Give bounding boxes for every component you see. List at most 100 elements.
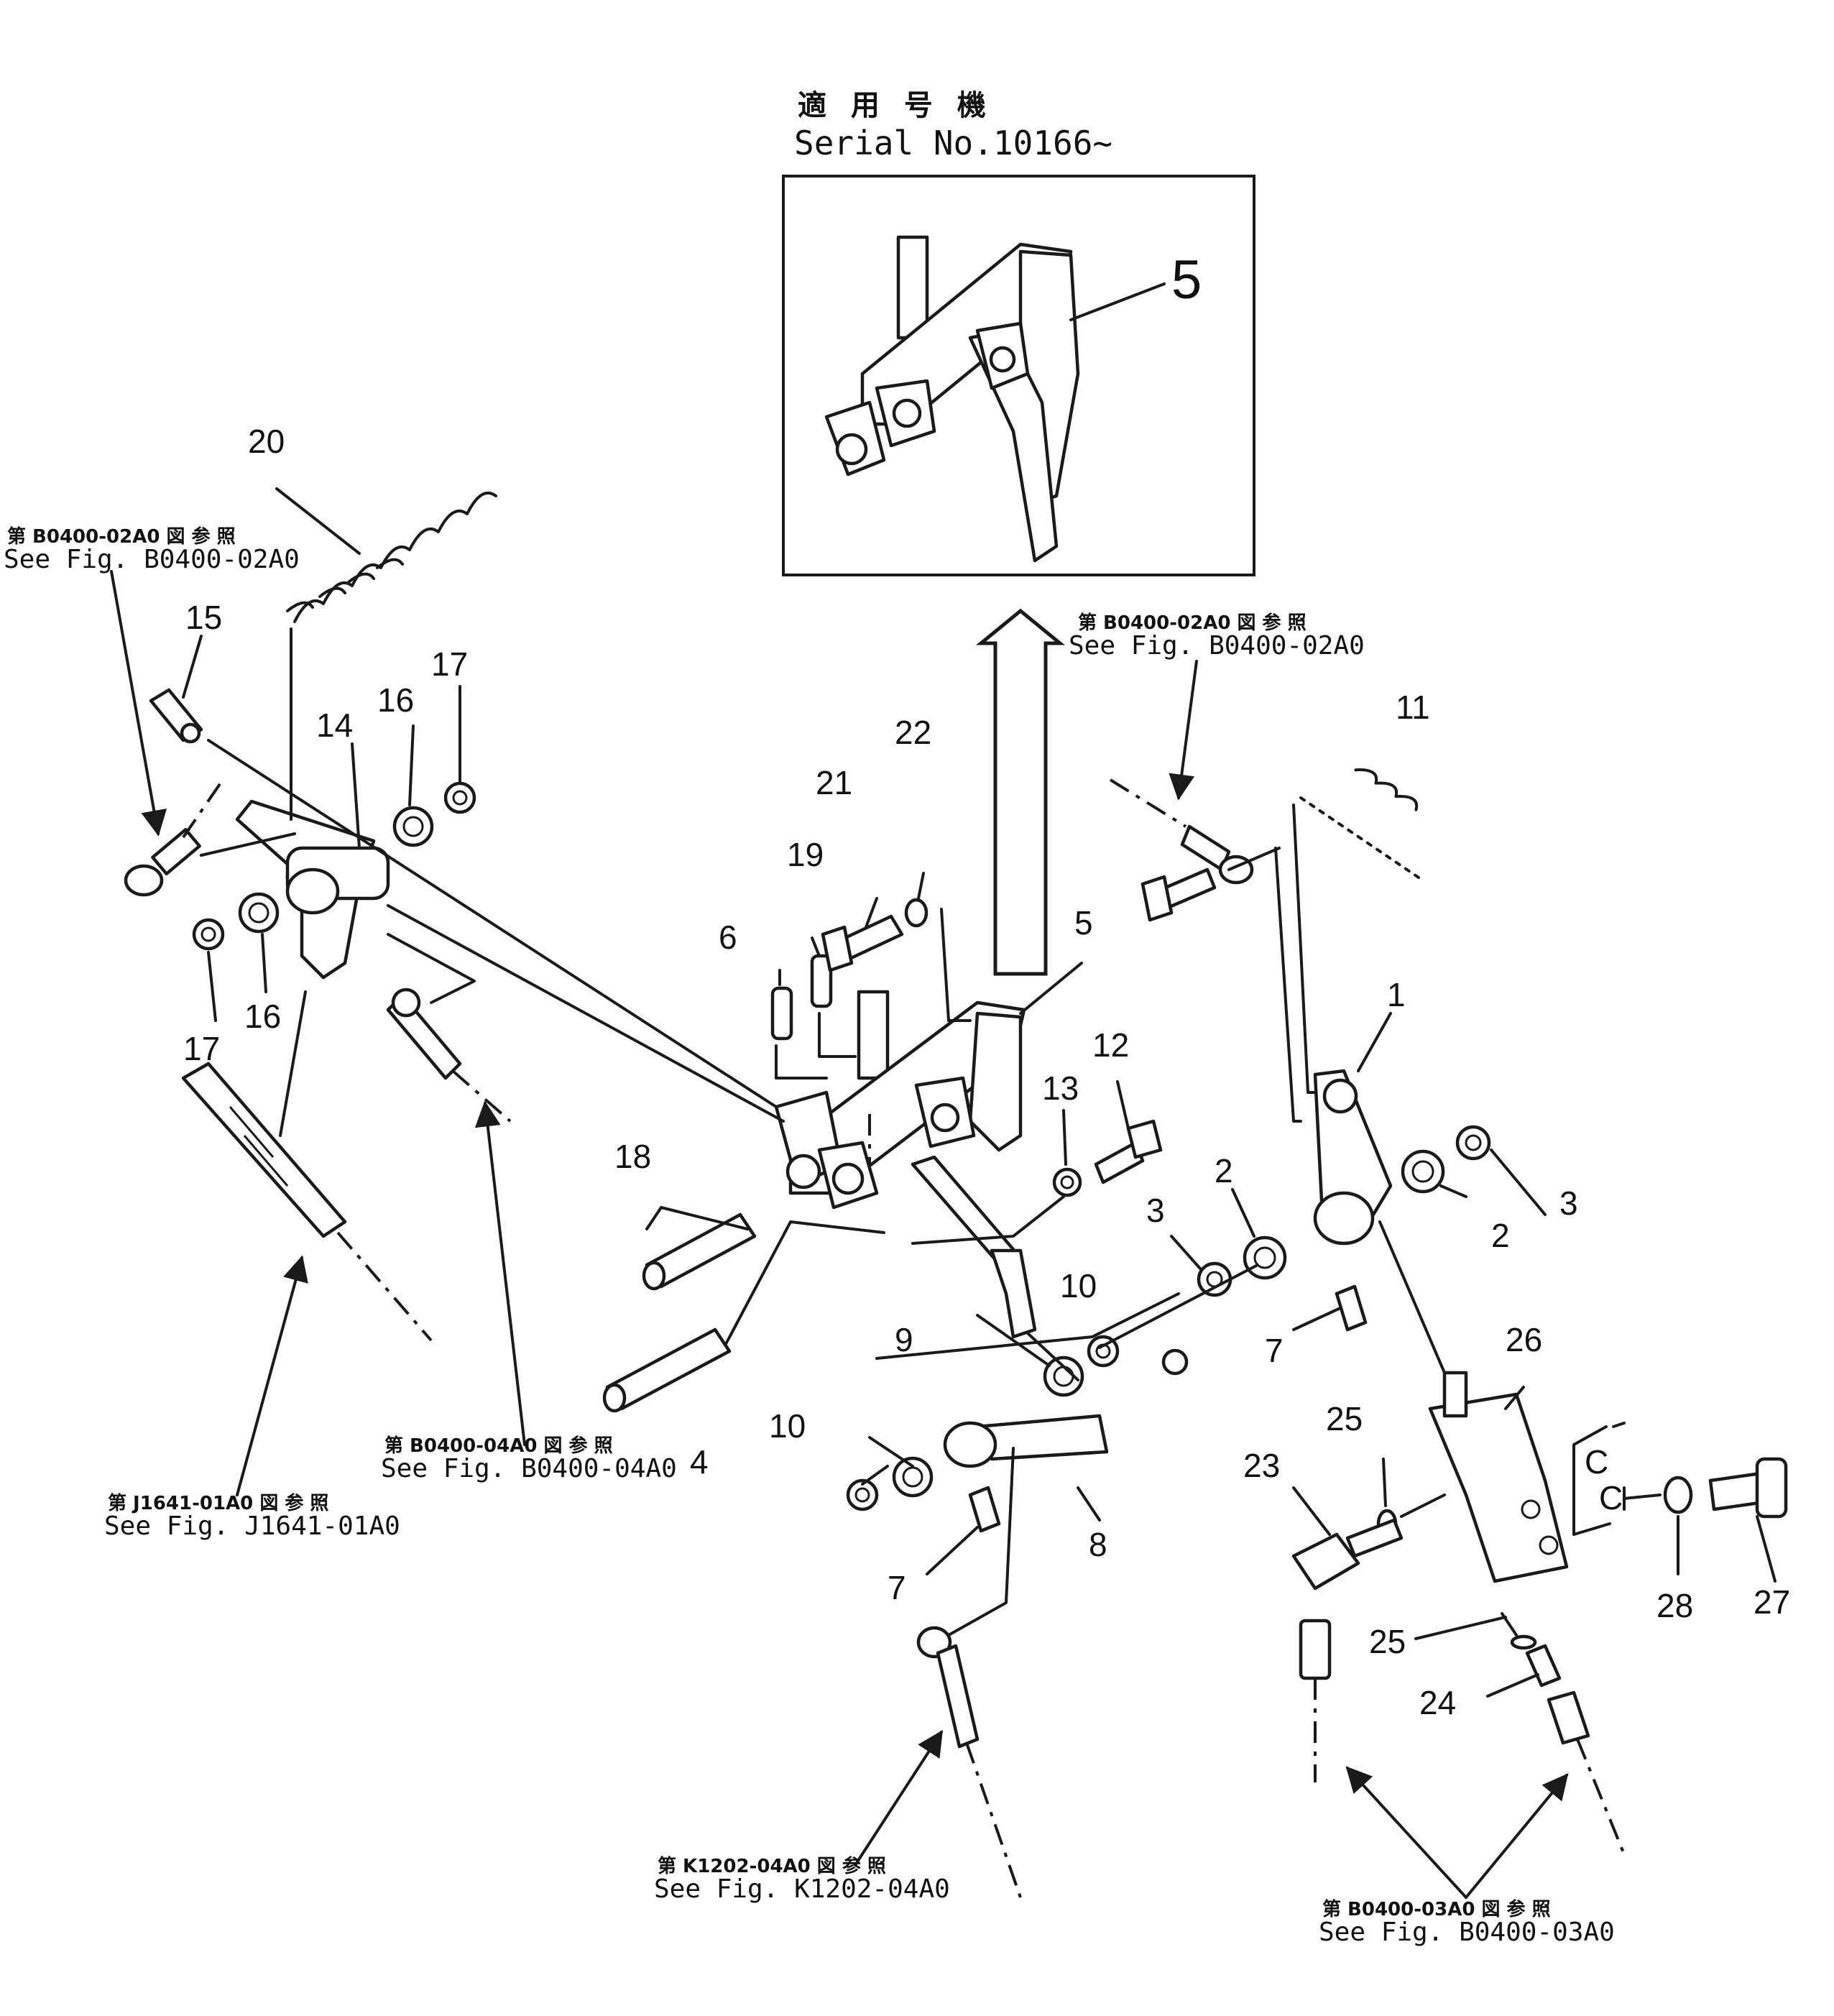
callout-28: 28 bbox=[1656, 1587, 1693, 1624]
callout-21: 21 bbox=[816, 764, 852, 801]
washer-28 bbox=[1663, 1476, 1693, 1514]
oring-25b bbox=[1510, 1634, 1537, 1650]
inset-header-jp: 適 用 号 機 bbox=[798, 89, 993, 122]
callout-20: 20 bbox=[248, 423, 285, 460]
seal-3b bbox=[1197, 1261, 1232, 1297]
callout-27: 27 bbox=[1754, 1583, 1790, 1621]
callout-16b: 16 bbox=[244, 998, 281, 1035]
callout-9: 9 bbox=[895, 1321, 913, 1358]
callout-11: 11 bbox=[1396, 689, 1430, 726]
ref-b0400-03a0-jp: 第 B0400-03A0 図 参 照 bbox=[1322, 1898, 1551, 1920]
callout-13: 13 bbox=[1042, 1069, 1079, 1107]
callout-numbers: 20 15 14 16 17 16 17 18 4 6 19 21 22 5 1… bbox=[183, 423, 1790, 1721]
reference-labels: 第 B0400-02A0 図 参 照 See Fig. B0400-02A0 第… bbox=[4, 525, 1615, 1947]
callout-17a: 17 bbox=[431, 645, 468, 683]
bolt-21 bbox=[821, 914, 904, 972]
ref-b0400-02a0-right-jp: 第 B0400-02A0 図 参 照 bbox=[1078, 612, 1307, 634]
inset-leader bbox=[1069, 282, 1166, 321]
callout-10a: 10 bbox=[1060, 1267, 1097, 1304]
inset-part-label: 5 bbox=[1171, 249, 1202, 310]
inset-header-en: Serial No.10166~ bbox=[794, 124, 1112, 162]
rod-end-left bbox=[124, 778, 224, 897]
bolt-12 bbox=[1094, 1119, 1163, 1184]
serial-inset: 適 用 号 機 Serial No.10166~ 5 bbox=[782, 89, 1255, 576]
bolt-right-top bbox=[1141, 867, 1217, 922]
callout-2a: 2 bbox=[1215, 1152, 1233, 1189]
callout-26: 26 bbox=[1506, 1321, 1542, 1358]
callout-7a: 7 bbox=[1265, 1332, 1284, 1369]
pin-19 bbox=[810, 954, 833, 1008]
shaft-4 bbox=[602, 1327, 732, 1413]
cable-end-b0400-04a0 bbox=[386, 988, 512, 1123]
fitting-7a bbox=[1335, 1284, 1368, 1332]
callout-14: 14 bbox=[316, 706, 353, 744]
washer-13 bbox=[1052, 1167, 1082, 1197]
fitting-7b bbox=[968, 1486, 1001, 1533]
valve-block-26 bbox=[1428, 1371, 1569, 1583]
bracket-5 bbox=[774, 990, 1037, 1339]
seal-17a bbox=[443, 781, 476, 814]
leader-lines bbox=[110, 487, 1777, 1899]
ref-b0400-02a0-right-en: See Fig. B0400-02A0 bbox=[1069, 631, 1365, 661]
callout-19: 19 bbox=[787, 836, 824, 873]
callout-8: 8 bbox=[1089, 1526, 1107, 1563]
spring-20 bbox=[286, 491, 497, 623]
ref-j1641-01a0-en: See Fig. J1641-01A0 bbox=[104, 1511, 400, 1541]
ref-b0400-02a0-left-jp: 第 B0400-02A0 図 参 照 bbox=[7, 525, 236, 548]
seal-10b bbox=[846, 1478, 879, 1511]
callout-c-b: C bbox=[1599, 1479, 1623, 1516]
callout-3a: 3 bbox=[1146, 1192, 1165, 1229]
inset-bracket-drawing bbox=[824, 235, 1080, 563]
seal-3a bbox=[1455, 1125, 1491, 1161]
rod-end-k1202 bbox=[916, 1626, 1022, 1898]
rod-j1641 bbox=[181, 1062, 433, 1342]
callout-15: 15 bbox=[185, 599, 222, 636]
bushing-9b bbox=[892, 1456, 934, 1498]
ref-b0400-03a0-en: See Fig. B0400-03A0 bbox=[1319, 1918, 1615, 1947]
callout-12: 12 bbox=[1092, 1026, 1129, 1064]
pin-6 bbox=[770, 986, 793, 1041]
ref-k1202-04a0-jp: 第 K1202-04A0 図 参 照 bbox=[658, 1855, 886, 1877]
left-assembly bbox=[124, 491, 512, 1342]
lever-14 bbox=[235, 799, 390, 980]
callout-c-a: C bbox=[1585, 1443, 1608, 1481]
adapter-24 bbox=[1525, 1644, 1562, 1688]
callout-16a: 16 bbox=[377, 681, 414, 719]
callout-17b: 17 bbox=[183, 1030, 220, 1067]
fitting-15 bbox=[149, 688, 203, 744]
callout-24: 24 bbox=[1419, 1684, 1456, 1721]
callout-6: 6 bbox=[719, 919, 737, 956]
ref-b0400-02a0-left-en: See Fig. B0400-02A0 bbox=[4, 545, 300, 574]
callout-25a: 25 bbox=[1326, 1400, 1363, 1437]
pin-18 bbox=[642, 1212, 757, 1291]
callout-22: 22 bbox=[895, 714, 931, 751]
seal-17b bbox=[192, 918, 225, 951]
callout-1: 1 bbox=[1387, 976, 1406, 1013]
callout-10b: 10 bbox=[769, 1407, 806, 1445]
c-bracket bbox=[1572, 1422, 1626, 1536]
lever-1 bbox=[1313, 1069, 1393, 1246]
callout-25b: 25 bbox=[1369, 1623, 1406, 1660]
ref-b0400-04a0-en: See Fig. B0400-04A0 bbox=[381, 1454, 677, 1483]
callout-2b: 2 bbox=[1491, 1217, 1510, 1254]
nut-small bbox=[1161, 1348, 1189, 1376]
washer-22 bbox=[904, 898, 928, 928]
spring-11 bbox=[1299, 768, 1424, 882]
callout-5: 5 bbox=[1074, 904, 1093, 942]
callout-23: 23 bbox=[1243, 1447, 1280, 1484]
bolt-27 bbox=[1708, 1457, 1788, 1519]
up-arrow bbox=[975, 608, 1066, 976]
ref-b0400-04a0-jp: 第 B0400-04A0 図 参 照 bbox=[384, 1435, 613, 1457]
bushing-16b bbox=[238, 892, 280, 934]
callout-18: 18 bbox=[614, 1138, 651, 1175]
rod-end-right bbox=[1109, 778, 1254, 885]
ref-k1202-04a0-en: See Fig. K1202-04A0 bbox=[654, 1874, 950, 1904]
elbow-23 bbox=[1291, 1518, 1404, 1591]
bushing-2b bbox=[1243, 1235, 1287, 1280]
ref-j1641-01a0-jp: 第 J1641-01A0 図 参 照 bbox=[108, 1492, 328, 1514]
bushing-2a bbox=[1401, 1149, 1445, 1194]
callout-7b: 7 bbox=[888, 1569, 906, 1606]
lever-8 bbox=[943, 1414, 1109, 1468]
inset-frame bbox=[782, 175, 1255, 576]
